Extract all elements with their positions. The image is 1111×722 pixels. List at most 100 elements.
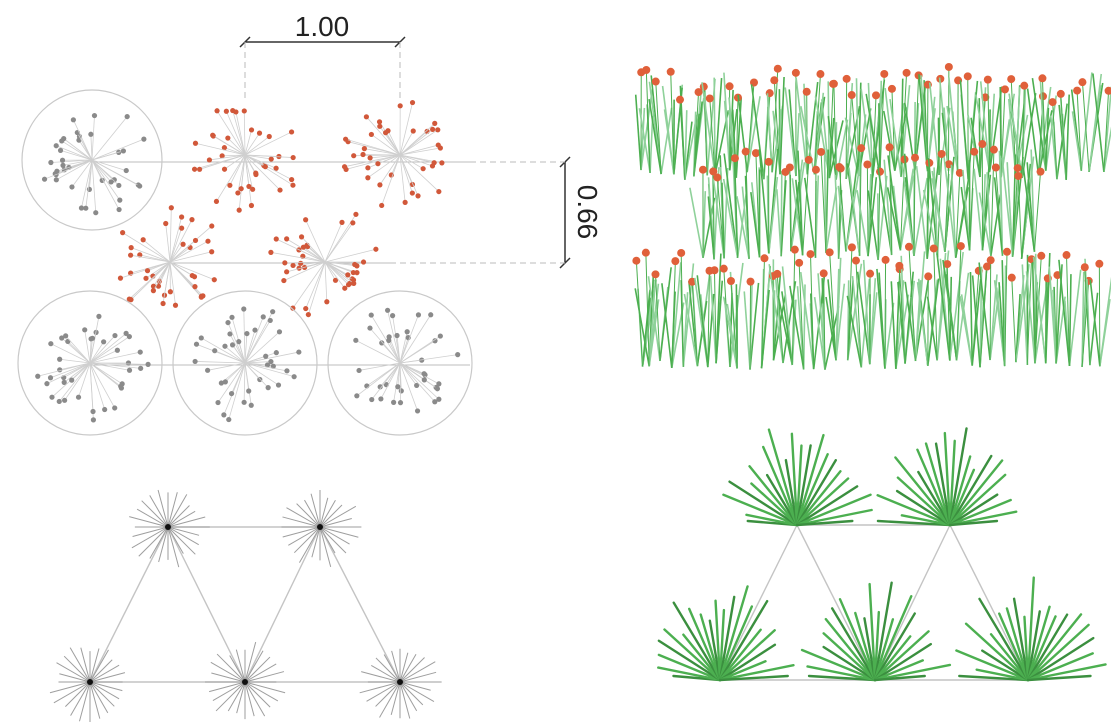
flower-head (632, 256, 641, 265)
leaf-blade (825, 187, 838, 253)
flower-dot (209, 249, 215, 255)
flower-dot (163, 220, 169, 227)
leaf-blade (684, 110, 688, 180)
leaf-blade (1045, 107, 1050, 171)
flower-stalk (838, 166, 847, 252)
triangle-edge (796, 524, 876, 681)
stem-line (73, 119, 93, 161)
flower-stem (1007, 264, 1030, 363)
stem-line (91, 159, 127, 171)
stem-line (324, 222, 343, 263)
flower-head (911, 153, 920, 162)
fan-leaf (663, 628, 722, 682)
stem-line (89, 333, 127, 364)
burst-ray (89, 681, 123, 692)
flower-stalk (1103, 90, 1110, 172)
horizontal-dimension: 1.00 (239, 11, 406, 100)
flower-dot (273, 165, 279, 171)
fan-leaf (1005, 607, 1030, 682)
flower-stem (991, 150, 1004, 256)
stem-line (324, 261, 328, 302)
fan-leaf (838, 598, 877, 682)
flower-stem (800, 70, 826, 175)
stem-line (91, 138, 145, 161)
leaf-blade (950, 164, 957, 258)
flower-stalk (989, 260, 992, 361)
fan-leaf (748, 465, 799, 527)
flower-dot (284, 236, 290, 242)
flower-stem (946, 76, 963, 172)
flower-dot (430, 126, 436, 133)
stem-line (84, 329, 91, 364)
fan-leaf (1026, 623, 1090, 682)
burst-ray (216, 653, 246, 683)
leaf-blade (1030, 149, 1036, 252)
flower-dot (248, 127, 255, 133)
flower-dot (260, 314, 266, 320)
stem-line (303, 246, 326, 263)
flower-stalk (847, 247, 853, 361)
burst-ray (319, 497, 329, 528)
fan-leaf (784, 458, 799, 527)
burst-ray (59, 673, 91, 683)
flower-stalk (866, 164, 869, 257)
flower-stem (661, 257, 685, 369)
flower-dot (198, 293, 205, 299)
flower-head (741, 147, 750, 156)
fan-leaf (873, 612, 916, 682)
burst-ray (319, 526, 350, 545)
flower-stem (799, 250, 826, 370)
stem-line (355, 339, 401, 364)
fan-leaf (873, 663, 952, 682)
flower-stem (701, 77, 730, 176)
stem-line (169, 240, 209, 263)
burst-ray (236, 681, 246, 714)
fan-leaf (1026, 615, 1057, 682)
fan-leaf (873, 630, 930, 682)
leaf-blade (974, 94, 991, 173)
flower-dot (218, 380, 224, 386)
stem-line (169, 261, 176, 306)
flower-dot (48, 159, 54, 166)
flower-dot (414, 382, 420, 389)
stem-line (224, 154, 246, 170)
flower-dot (128, 245, 134, 251)
flower-stalk (859, 148, 862, 256)
flower-dot (342, 285, 348, 291)
flower-stem (758, 148, 779, 254)
leaf-blade (696, 300, 708, 367)
leaf-blade (715, 280, 724, 364)
flower-dot (284, 269, 290, 275)
stem-line (380, 362, 401, 400)
flower-head (944, 62, 953, 71)
fan-leaf (948, 493, 999, 527)
stem-line (243, 110, 246, 156)
flower-dot (145, 361, 151, 367)
stem-line (301, 236, 326, 263)
flower-dot (119, 381, 125, 387)
flower-dot (248, 202, 255, 209)
stem-line (399, 362, 436, 403)
flower-head (1048, 98, 1057, 107)
leaf-blade (799, 271, 815, 370)
flower-dot (270, 309, 276, 315)
flower-stem (876, 255, 895, 369)
flower-head (989, 145, 998, 154)
flower-head (876, 167, 885, 176)
stem-line (324, 261, 349, 276)
leaf-blade (867, 82, 874, 178)
leaf-blade (817, 273, 826, 370)
leaf-blade (1058, 259, 1071, 367)
flower-dot (369, 396, 375, 403)
fan-leaf (934, 442, 952, 527)
stem-line (370, 154, 401, 159)
burst-ray (244, 681, 266, 717)
flower-head (983, 262, 992, 271)
stem-line (399, 154, 440, 192)
fan-leaf (800, 648, 877, 682)
flower-dot (241, 108, 247, 114)
flower-dot (339, 219, 345, 225)
leaf-blade (918, 74, 929, 172)
flower-stem (1078, 73, 1104, 173)
